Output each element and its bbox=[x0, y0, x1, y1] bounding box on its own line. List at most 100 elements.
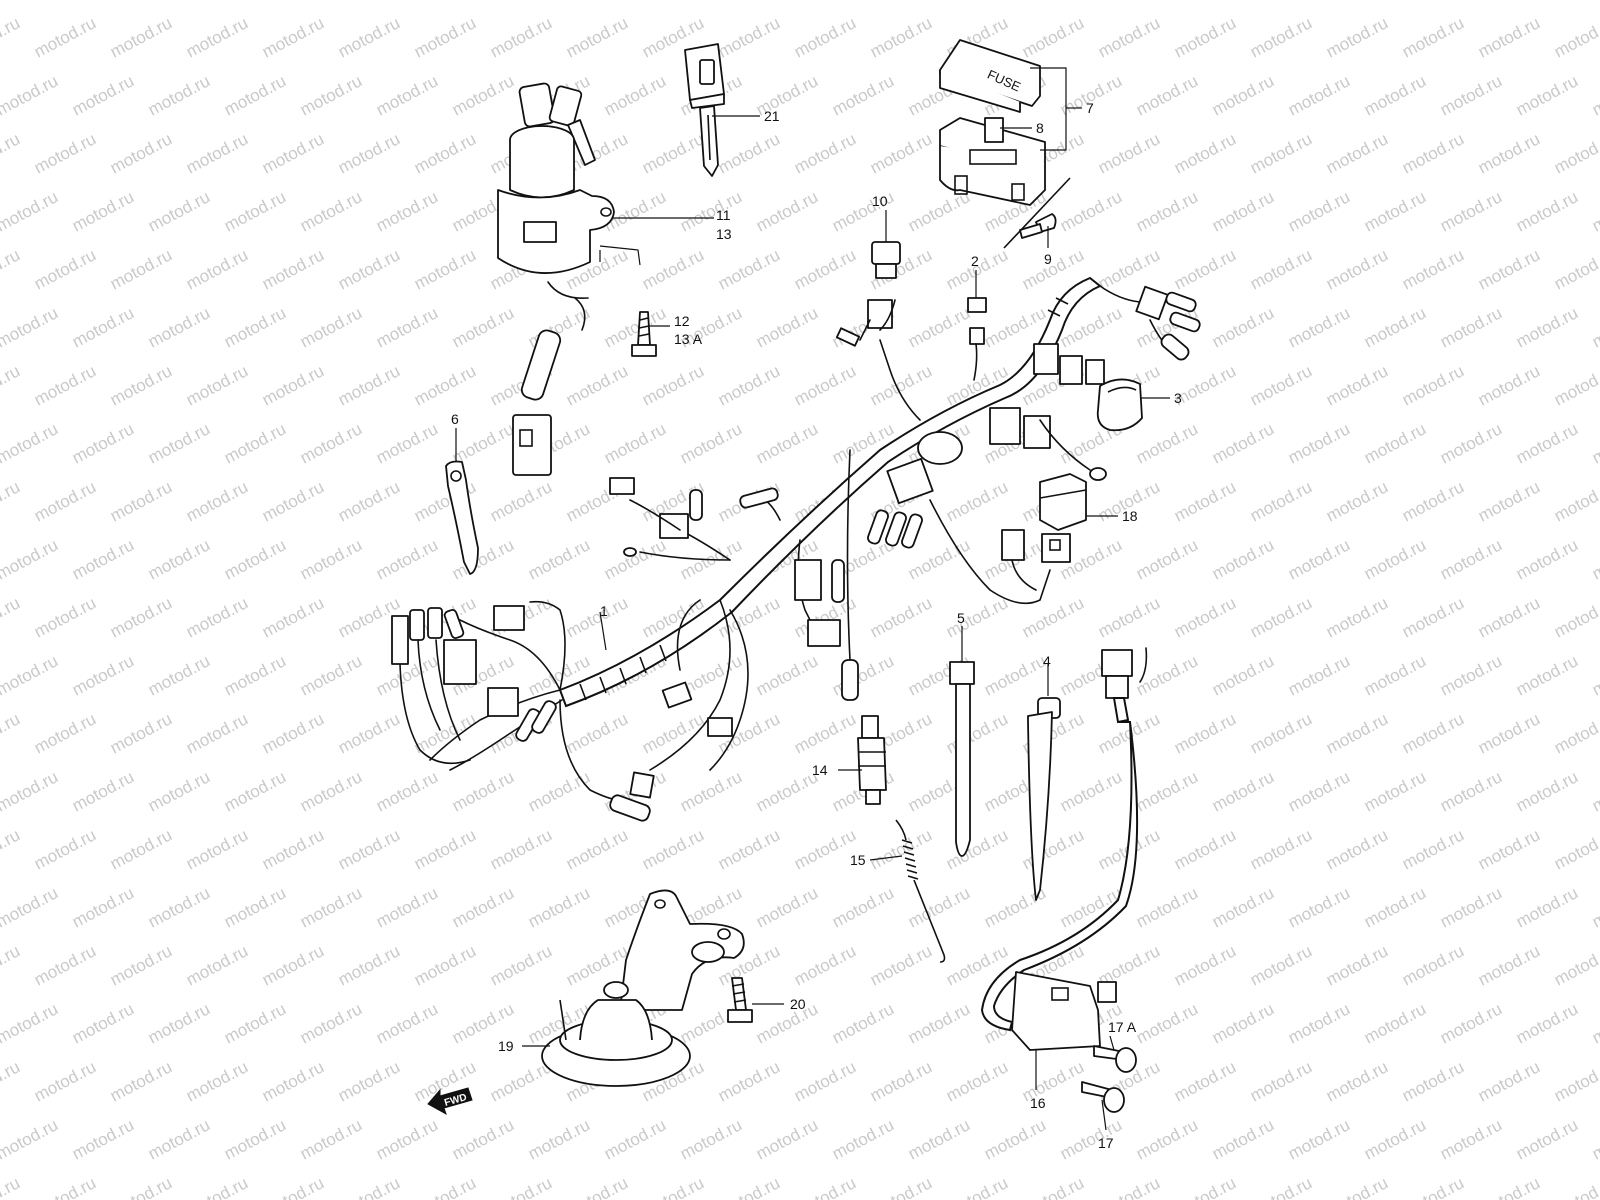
wiring-harness-part-1 bbox=[391, 276, 1201, 822]
watermark-text: motod.ru bbox=[1323, 361, 1391, 409]
watermark-text: motod.ru bbox=[1095, 245, 1163, 293]
watermark-text: motod.ru bbox=[145, 535, 213, 583]
watermark-text: motod.ru bbox=[791, 1173, 859, 1200]
watermark-text: motod.ru bbox=[145, 999, 213, 1047]
watermark-text: motod.ru bbox=[677, 0, 745, 4]
watermark-text: motod.ru bbox=[1285, 303, 1353, 351]
watermark-text: motod.ru bbox=[259, 709, 327, 757]
watermark-text: motod.ru bbox=[601, 535, 669, 583]
watermark-text: motod.ru bbox=[601, 0, 669, 4]
watermark-text: motod.ru bbox=[1589, 71, 1600, 119]
watermark-text: motod.ru bbox=[1399, 361, 1467, 409]
watermark-text: motod.ru bbox=[1437, 1115, 1505, 1163]
watermark-text: motod.ru bbox=[1513, 883, 1581, 931]
watermark-text: motod.ru bbox=[107, 1057, 175, 1105]
watermark-text: motod.ru bbox=[753, 419, 821, 467]
watermark-text: motod.ru bbox=[1513, 419, 1581, 467]
watermark-text: motod.ru bbox=[1513, 0, 1581, 4]
watermark-text: motod.ru bbox=[335, 361, 403, 409]
watermark-text: motod.ru bbox=[677, 767, 745, 815]
watermark-text: motod.ru bbox=[1171, 941, 1239, 989]
watermark-text: motod.ru bbox=[183, 361, 251, 409]
watermark-text: motod.ru bbox=[1209, 999, 1277, 1047]
watermark-text: motod.ru bbox=[31, 1057, 99, 1105]
watermark-text: motod.ru bbox=[1323, 1057, 1391, 1105]
watermark-text: motod.ru bbox=[1437, 883, 1505, 931]
watermark-text: motod.ru bbox=[1323, 593, 1391, 641]
watermark-text: motod.ru bbox=[1475, 245, 1543, 293]
watermark-text: motod.ru bbox=[1285, 187, 1353, 235]
watermark-text: motod.ru bbox=[1019, 825, 1087, 873]
watermark-text: motod.ru bbox=[1589, 187, 1600, 235]
watermark-text: motod.ru bbox=[107, 709, 175, 757]
watermark-text: motod.ru bbox=[69, 767, 137, 815]
watermark-text: motod.ru bbox=[715, 129, 783, 177]
watermark-text: motod.ru bbox=[221, 71, 289, 119]
watermark-text: motod.ru bbox=[981, 1115, 1049, 1163]
watermark-text: motod.ru bbox=[0, 71, 61, 119]
clamp-part-6 bbox=[445, 460, 479, 575]
watermark-text: motod.ru bbox=[183, 129, 251, 177]
watermark-text: motod.ru bbox=[487, 13, 555, 61]
watermark-text: motod.ru bbox=[1209, 651, 1277, 699]
spring-part-15 bbox=[895, 819, 946, 963]
callout-6: 6 bbox=[451, 411, 459, 427]
watermark-text: motod.ru bbox=[69, 419, 137, 467]
watermark-text: motod.ru bbox=[753, 0, 821, 4]
rubber-cap-part-3 bbox=[1096, 378, 1143, 432]
watermark-text: motod.ru bbox=[1209, 883, 1277, 931]
watermark-text: motod.ru bbox=[0, 883, 61, 931]
watermark-text: motod.ru bbox=[259, 245, 327, 293]
callout-15: 15 bbox=[850, 852, 866, 868]
watermark-text: motod.ru bbox=[335, 129, 403, 177]
watermark-text: motod.ru bbox=[525, 535, 593, 583]
watermark-text: motod.ru bbox=[1247, 709, 1315, 757]
watermark-text: motod.ru bbox=[791, 709, 859, 757]
watermark-text: motod.ru bbox=[297, 767, 365, 815]
callout-17: 17 bbox=[1098, 1135, 1114, 1151]
watermark-text: motod.ru bbox=[943, 709, 1011, 757]
watermark-text: motod.ru bbox=[1285, 767, 1353, 815]
watermark-text: motod.ru bbox=[1171, 1173, 1239, 1200]
watermark-text: motod.ru bbox=[601, 419, 669, 467]
watermark-text: motod.ru bbox=[639, 825, 707, 873]
watermark-text: motod.ru bbox=[107, 361, 175, 409]
watermark-text: motod.ru bbox=[373, 303, 441, 351]
watermark-text: motod.ru bbox=[411, 245, 479, 293]
watermark-text: motod.ru bbox=[1057, 187, 1125, 235]
callout-7: 7 bbox=[1086, 100, 1094, 116]
watermark-text: motod.ru bbox=[145, 303, 213, 351]
callout-13a: 13 A bbox=[674, 331, 703, 347]
watermark-text: motod.ru bbox=[753, 187, 821, 235]
watermark-text: motod.ru bbox=[753, 883, 821, 931]
bolt-part-17a bbox=[1093, 1045, 1137, 1073]
watermark-text: motod.ru bbox=[449, 883, 517, 931]
watermark-text: motod.ru bbox=[0, 13, 23, 61]
watermark-text: motod.ru bbox=[0, 129, 23, 177]
watermark-text: motod.ru bbox=[753, 767, 821, 815]
watermark-text: motod.ru bbox=[1247, 825, 1315, 873]
watermark-text: motod.ru bbox=[0, 187, 61, 235]
watermark-text: motod.ru bbox=[297, 0, 365, 4]
watermark-text: motod.ru bbox=[259, 941, 327, 989]
watermark-text: motod.ru bbox=[867, 129, 935, 177]
watermark-text: motod.ru bbox=[1475, 361, 1543, 409]
watermark-text: motod.ru bbox=[1133, 883, 1201, 931]
bolt-part-17 bbox=[1081, 1081, 1125, 1113]
watermark-text: motod.ru bbox=[1209, 767, 1277, 815]
watermark-text: motod.ru bbox=[867, 13, 935, 61]
watermark-text: motod.ru bbox=[1437, 187, 1505, 235]
watermark-text: motod.ru bbox=[1171, 245, 1239, 293]
watermark-text: motod.ru bbox=[1475, 709, 1543, 757]
watermark-text: motod.ru bbox=[1475, 1057, 1543, 1105]
watermark-text: motod.ru bbox=[981, 0, 1049, 4]
watermark-text: motod.ru bbox=[183, 477, 251, 525]
watermark-text: motod.ru bbox=[1551, 477, 1600, 525]
watermark-text: motod.ru bbox=[1361, 999, 1429, 1047]
watermark-text: motod.ru bbox=[31, 941, 99, 989]
watermark-text: motod.ru bbox=[1057, 767, 1125, 815]
callout-19: 19 bbox=[498, 1038, 514, 1054]
watermark-text: motod.ru bbox=[1475, 1173, 1543, 1200]
watermark-text: motod.ru bbox=[1209, 419, 1277, 467]
watermark-text: motod.ru bbox=[1095, 1173, 1163, 1200]
